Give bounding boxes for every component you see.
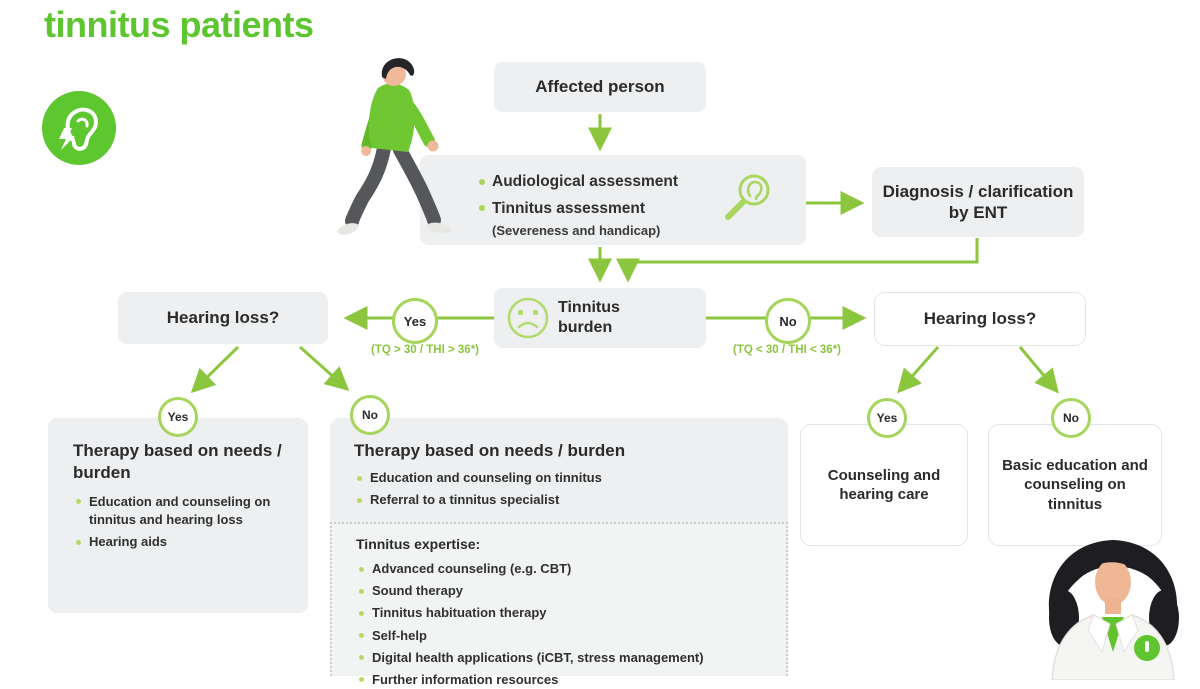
node-hearing-loss-right: Hearing loss? <box>874 292 1086 346</box>
ear-lightning-icon <box>42 91 116 165</box>
bullet-item: Education and counseling on tinnitus <box>354 469 770 487</box>
bullet-item: Referral to a tinnitus specialist <box>354 491 770 509</box>
flow-connectors <box>190 114 1059 394</box>
threshold-low-label: (TQ < 30 / THI < 36*) <box>732 344 841 356</box>
bullet-item: Sound therapy <box>356 582 786 600</box>
decision-yes-burden: Yes <box>392 298 438 344</box>
assessment-note: (Severeness and handicap) <box>492 223 661 239</box>
node-label: Hearing loss? <box>923 309 1037 329</box>
node-label: Affected person <box>535 77 665 97</box>
bullet-item: Digital health applications (iCBT, stres… <box>356 649 786 667</box>
outcome-therapy-middle: Therapy based on needs / burden Educatio… <box>330 418 788 522</box>
bullet-item: Audiological assessment <box>476 171 806 193</box>
outcome-basic-education: Basic education and counseling on tinnit… <box>988 424 1162 546</box>
bullet-item: Tinnitus habituation therapy <box>356 604 786 622</box>
doctor-illustration <box>1026 530 1200 681</box>
node-hearing-loss-left: Hearing loss? <box>118 292 328 344</box>
decision-no-hearing-left: No <box>350 395 390 435</box>
decision-label: Yes <box>403 313 427 329</box>
decision-label: No <box>779 313 797 329</box>
outcome-title: Therapy based on needs / burden <box>73 441 282 483</box>
therapy-left-list: Education and counseling on tinnitus and… <box>73 493 290 552</box>
threshold-high-label: (TQ > 30 / THI > 36*) <box>370 344 479 356</box>
bullet-item: Further information resources <box>356 671 786 689</box>
ear-examination-icon <box>716 169 778 231</box>
node-label: Tinnitus burden <box>558 299 620 336</box>
node-diagnosis-ent: Diagnosis / clarification by ENT <box>872 167 1084 237</box>
decision-label: Yes <box>167 410 189 424</box>
node-tinnitus-burden: Tinnitus burden <box>494 288 706 348</box>
decision-no-burden: No <box>765 298 811 344</box>
decision-no-hearing-right: No <box>1051 398 1091 438</box>
node-affected-person: Affected person <box>494 62 706 112</box>
decision-yes-hearing-right: Yes <box>867 398 907 438</box>
outcome-counseling-hearing-care: Counseling and hearing care <box>800 424 968 546</box>
bullet-item: Hearing aids <box>73 533 290 551</box>
bullet-item: Tinnitus assessment <box>476 198 806 220</box>
sad-face-icon <box>506 296 550 340</box>
tinnitus-care-pathway-infographic: { "title": "tinnitus patients", "labels"… <box>42 4 1179 687</box>
outcome-therapy-left: Therapy based on needs / burden Educatio… <box>48 418 308 613</box>
decision-label: No <box>1063 411 1079 425</box>
walking-patient-illustration <box>322 50 462 250</box>
bullet-item: Education and counseling on tinnitus and… <box>73 493 290 529</box>
decision-label: No <box>362 408 378 422</box>
node-label: Diagnosis / clarification by ENT <box>882 181 1074 222</box>
bullet-item: Advanced counseling (e.g. CBT) <box>356 560 786 578</box>
decision-yes-hearing-left: Yes <box>158 397 198 437</box>
outcome-label: Counseling and hearing care <box>827 466 941 504</box>
outcome-label: Basic education and counseling on tinnit… <box>1002 456 1148 513</box>
outcome-title: Therapy based on needs / burden <box>354 441 626 460</box>
node-label: Hearing loss? <box>166 308 280 328</box>
page-title: tinnitus patients <box>44 4 314 45</box>
decision-label: Yes <box>876 411 898 425</box>
bullet-item: Self-help <box>356 627 786 645</box>
expertise-title: Tinnitus expertise: <box>356 536 481 552</box>
expertise-list: Advanced counseling (e.g. CBT) Sound ther… <box>356 560 786 689</box>
tinnitus-expertise-section: Tinnitus expertise: Advanced counseling … <box>330 522 788 687</box>
